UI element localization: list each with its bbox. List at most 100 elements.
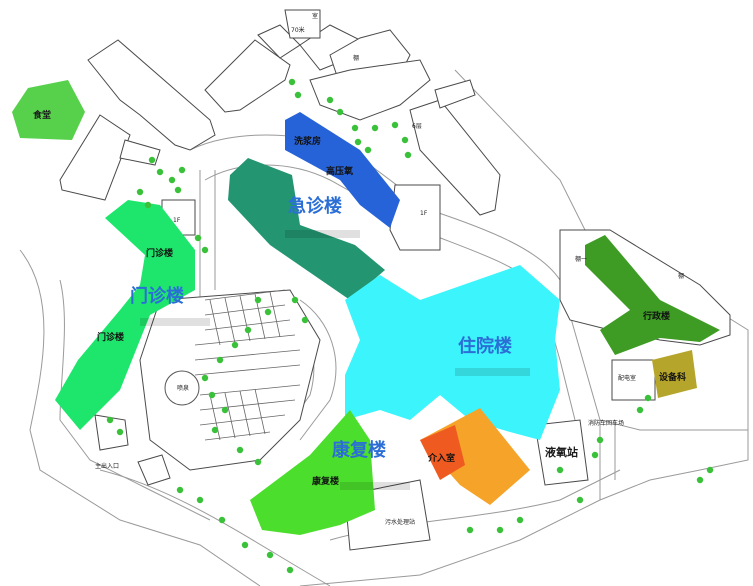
tree-icon	[288, 78, 296, 86]
admin-building[interactable]	[585, 235, 720, 355]
outpatient-top-label: 门诊楼	[146, 247, 173, 259]
main-entrance-gate	[137, 454, 171, 486]
south-road	[99, 469, 331, 586]
tree-icon	[196, 496, 204, 504]
canteen-building[interactable]	[12, 80, 85, 140]
tree-icon	[264, 308, 272, 316]
west-road	[19, 249, 261, 586]
power-room-label: 配电室	[618, 374, 636, 382]
tree-icon	[294, 91, 302, 99]
west-road-inner	[59, 279, 211, 521]
parking-curve	[299, 299, 337, 441]
rehab-small-label: 康复楼	[312, 475, 339, 487]
fire-lane-label: 消防车回车场	[588, 419, 624, 427]
equipment-building[interactable]	[652, 350, 697, 398]
parking-row-3	[199, 384, 301, 441]
room-side-label: 棚一	[575, 255, 587, 263]
north-building-e	[309, 59, 431, 121]
outpatient-mid-label: 门诊楼	[97, 331, 124, 343]
tree-icon	[401, 136, 409, 144]
shadow-outpatient	[140, 318, 210, 326]
tree-icon	[148, 156, 156, 164]
tree-icon	[266, 551, 274, 559]
fountain-circle	[164, 370, 200, 406]
floor-1f-a-label: 1F	[173, 217, 181, 224]
power-room-building	[611, 359, 656, 401]
washroom-label: 洗浆房	[294, 135, 321, 147]
rehab-building[interactable]	[250, 410, 375, 535]
tree-icon	[326, 96, 334, 104]
tree-icon	[644, 394, 652, 402]
washroom-building[interactable]	[285, 112, 400, 228]
tree-icon	[178, 166, 186, 174]
sewage-label: 污水处理站	[385, 518, 415, 526]
room-top2-label: 70米	[291, 26, 305, 34]
tree-icon	[236, 446, 244, 454]
high-pressure-label: 高压氧	[326, 165, 353, 177]
room-ne-label: 6层	[412, 123, 422, 130]
emergency-big-label: 急诊楼	[288, 195, 342, 217]
tree-icon	[591, 451, 599, 459]
rehab-big-label: 康复楼	[332, 439, 386, 461]
tree-icon	[576, 496, 584, 504]
tree-icon	[168, 176, 176, 184]
map-labels: 食堂 门诊楼 门诊楼 门诊楼 急诊楼 洗浆房 高压氧 住院楼 康复楼 康复楼 介…	[32, 12, 686, 526]
tree-icon	[156, 168, 164, 176]
shadow-rehab	[340, 482, 410, 490]
oxygen-station-label: 液氧站	[545, 445, 578, 459]
outpatient-building[interactable]	[55, 200, 195, 430]
canteen-label: 食堂	[32, 109, 51, 121]
tree-icon	[596, 436, 604, 444]
tree-icon	[176, 486, 184, 494]
trees-group	[106, 78, 714, 574]
label-shadows	[140, 230, 530, 490]
parking-stalls	[194, 289, 301, 441]
room-top-label: 室	[312, 12, 318, 20]
intervention-wedge	[420, 425, 465, 480]
tree-icon	[106, 416, 114, 424]
tree-icon	[241, 541, 249, 549]
floor-1f-b-label: 1F	[420, 210, 428, 217]
tree-icon	[696, 476, 704, 484]
tree-icon	[254, 296, 262, 304]
tree-icon	[244, 326, 252, 334]
nw-building-arm	[59, 114, 131, 201]
tree-icon	[174, 186, 182, 194]
tree-icon	[286, 566, 294, 574]
tree-icon	[371, 124, 379, 132]
tree-icon	[496, 526, 504, 534]
tree-icon	[201, 374, 209, 382]
tree-icon	[354, 138, 362, 146]
north-building-f	[284, 9, 321, 39]
equipment-label: 设备科	[659, 371, 686, 383]
tree-icon	[211, 426, 219, 434]
tree-icon	[144, 201, 152, 209]
tree-icon	[254, 458, 262, 466]
tree-icon	[216, 356, 224, 364]
tree-icon	[136, 188, 144, 196]
ne-building-b	[434, 79, 476, 109]
parking-row-1	[204, 289, 291, 331]
tree-icon	[221, 406, 229, 414]
tree-icon	[336, 108, 344, 116]
shadow-inpatient	[455, 368, 530, 376]
outpatient-annex	[94, 414, 129, 451]
nw-building-long	[87, 39, 216, 151]
tree-icon	[364, 146, 372, 154]
tree-icon	[351, 124, 359, 132]
emergency-building[interactable]	[228, 158, 385, 300]
oxygen-station-building	[534, 419, 589, 486]
tree-icon	[391, 121, 399, 129]
intervention-label: 介入室	[427, 452, 455, 464]
north-building-a	[204, 39, 291, 113]
shadow-emergency	[285, 230, 360, 238]
tree-icon	[194, 234, 202, 242]
tree-icon	[301, 316, 309, 324]
tree-icon	[636, 406, 644, 414]
room-side2-label: 棚	[353, 54, 359, 62]
inpatient-building[interactable]	[345, 265, 560, 440]
tree-icon	[466, 526, 474, 534]
outpatient-big-label: 门诊楼	[130, 285, 184, 307]
fountain-label: 喷泉	[177, 384, 189, 392]
